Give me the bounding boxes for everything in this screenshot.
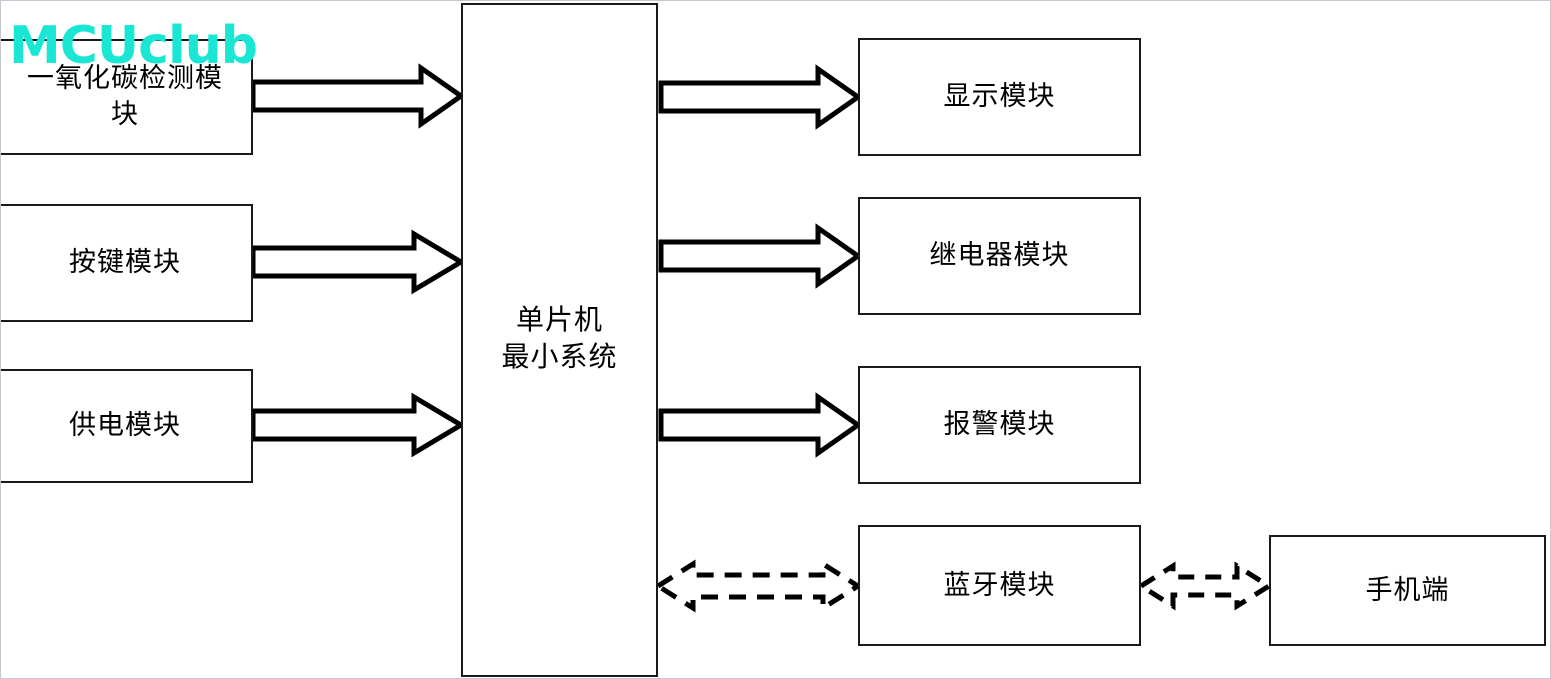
node-alarm-label: 报警模块 (943, 409, 1056, 440)
node-mcu-minimum-system[interactable]: 单片机 最小系统 (461, 3, 658, 677)
node-relay-label: 继电器模块 (929, 240, 1070, 271)
arrow-mcu-to-display (658, 64, 863, 130)
node-co-detect-module[interactable]: 一氧化碳检测模 块 (1, 39, 253, 155)
node-power-label: 供电模块 (69, 410, 181, 441)
arrow-key-to-mcu (250, 229, 466, 295)
arrow-mcu-to-relay (658, 223, 863, 289)
node-key-label: 按键模块 (69, 247, 181, 278)
arrow-mcu-to-alarm (658, 392, 863, 458)
node-phone-client[interactable]: 手机端 (1269, 535, 1546, 646)
node-key-module[interactable]: 按键模块 (1, 204, 253, 322)
node-bluetooth-label: 蓝牙模块 (943, 569, 1056, 600)
arrow-mcu-to-bluetooth (653, 559, 863, 613)
node-mcu-label: 单片机 最小系统 (501, 305, 618, 373)
node-alarm-module[interactable]: 报警模块 (858, 366, 1141, 484)
node-phone-label: 手机端 (1365, 574, 1450, 605)
node-bluetooth-module[interactable]: 蓝牙模块 (858, 525, 1141, 646)
arrow-co-detect-to-mcu (250, 63, 466, 129)
node-co-detect-label: 一氧化碳检测模 块 (27, 63, 223, 129)
node-relay-module[interactable]: 继电器模块 (858, 197, 1141, 315)
node-power-module[interactable]: 供电模块 (1, 369, 253, 483)
arrow-power-to-mcu (250, 392, 466, 458)
arrow-bluetooth-to-phone (1136, 561, 1274, 611)
node-display-module[interactable]: 显示模块 (858, 38, 1141, 156)
node-display-label: 显示模块 (943, 81, 1056, 112)
